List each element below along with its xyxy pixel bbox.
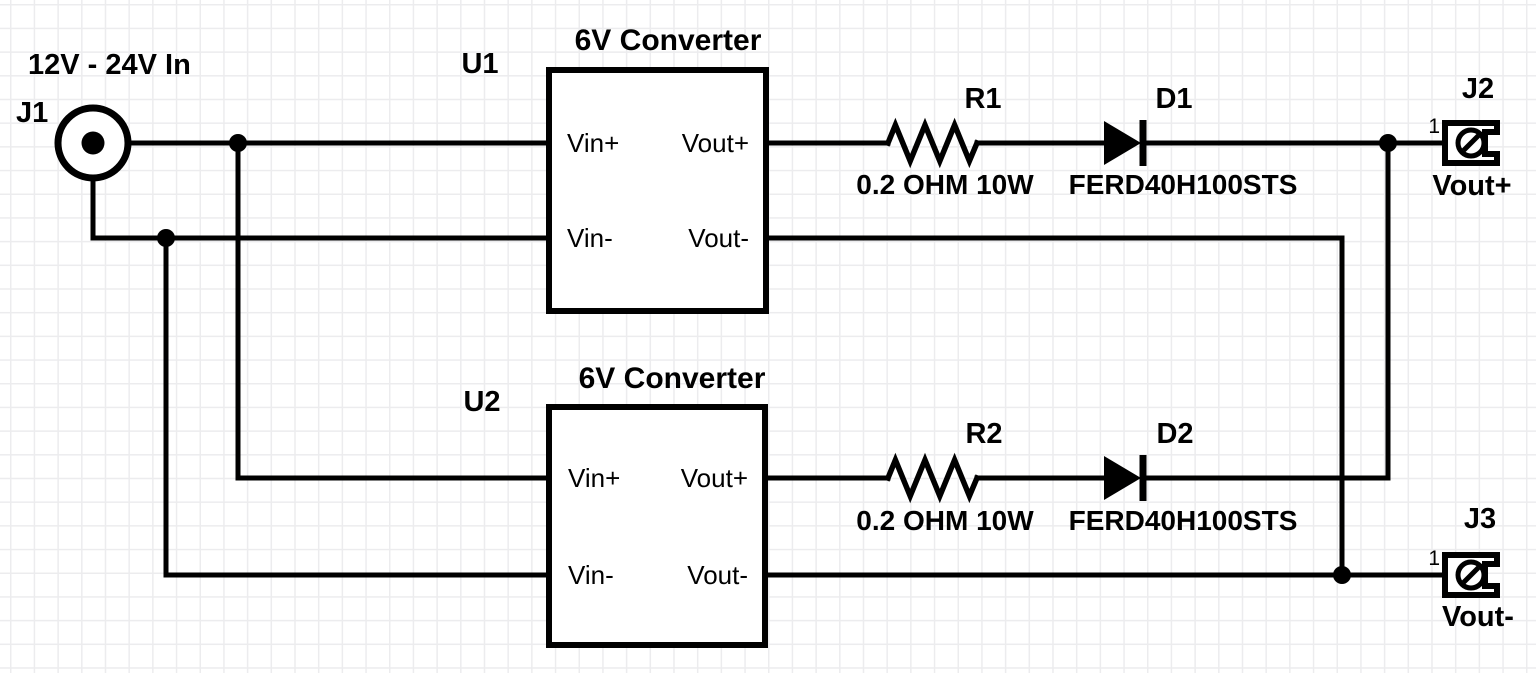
wire-d2-to-j2-junction — [1140, 140, 1391, 481]
r2-ref-label: R2 — [965, 418, 1002, 450]
r1-value-label: 0.2 OHM 10W — [856, 169, 1034, 200]
j2-ref-label: J2 — [1462, 73, 1494, 105]
u2-pin-label-vout-minus: Vout- — [687, 560, 748, 590]
d1-part-label: FERD40H100STS — [1069, 169, 1298, 200]
j2-terminal: J2 1 Vout+ — [1428, 73, 1511, 202]
d2-part-label: FERD40H100STS — [1069, 505, 1298, 536]
junction-dot — [157, 229, 175, 247]
input-voltage-label: 12V - 24V In — [28, 49, 191, 81]
u1-pin-label-vout-minus: Vout- — [688, 223, 749, 253]
junction-dots — [157, 134, 1397, 584]
junction-dot — [1379, 134, 1397, 152]
j3-pin-number: 1 — [1428, 547, 1440, 570]
d1-diode: D1 FERD40H100STS — [1069, 83, 1298, 200]
j3-ref-label: J3 — [1464, 503, 1496, 535]
wire-j1-to-u1-vin-minus — [90, 173, 552, 241]
j2-terminal-symbol — [1442, 120, 1500, 166]
r2-symbol — [884, 452, 981, 504]
r2-resistor: R2 0.2 OHM 10W — [856, 418, 1034, 536]
j2-net-label: Vout+ — [1432, 170, 1511, 202]
d2-anode-triangle — [1104, 456, 1141, 500]
j3-net-label: Vout- — [1442, 601, 1514, 633]
u2-converter: U2 6V Converter Vin+ Vin- Vout+ Vout- — [463, 362, 768, 648]
u1-title-label: 6V Converter — [575, 24, 762, 57]
u2-pin-label-vin-minus: Vin- — [568, 560, 614, 590]
j1-ref-label: J1 — [16, 97, 48, 129]
wires — [90, 140, 1448, 578]
r1-resistor: R1 0.2 OHM 10W — [856, 83, 1034, 200]
r2-value-label: 0.2 OHM 10W — [856, 505, 1034, 536]
r1-symbol — [884, 117, 981, 169]
d1-anode-triangle — [1104, 121, 1141, 165]
r1-ref-label: R1 — [964, 83, 1001, 115]
u2-title-label: 6V Converter — [579, 362, 766, 395]
u1-ref-label: U1 — [461, 48, 498, 80]
wire-u1-vout-minus-to-j3 — [763, 235, 1345, 578]
wire-branch-to-u2-vin-minus — [163, 235, 553, 578]
u2-pin-label-vout-plus: Vout+ — [681, 463, 748, 493]
j3-screw-slot — [1461, 565, 1481, 585]
u2-pin-label-vin-plus: Vin+ — [568, 463, 620, 493]
u1-pin-label-vin-minus: Vin- — [567, 223, 613, 253]
u2-body — [546, 404, 768, 648]
j3-terminal-symbol — [1442, 552, 1500, 598]
j1-center-pin — [81, 131, 105, 155]
d2-diode: D2 FERD40H100STS — [1069, 418, 1298, 536]
u2-ref-label: U2 — [463, 386, 500, 418]
wire-branch-to-u2-vin-plus — [235, 140, 553, 481]
u1-converter: U1 6V Converter Vin+ Vin- Vout+ Vout- — [461, 24, 769, 314]
junction-dot — [1333, 566, 1351, 584]
u1-pin-label-vin-plus: Vin+ — [567, 128, 619, 158]
d2-ref-label: D2 — [1156, 418, 1193, 450]
u1-body — [546, 67, 769, 314]
j1-connector-symbol — [54, 104, 132, 182]
d1-ref-label: D1 — [1155, 83, 1192, 115]
j2-pin-number: 1 — [1428, 115, 1440, 138]
j2-screw-slot — [1461, 133, 1481, 153]
j3-terminal: J3 1 Vout- — [1428, 503, 1514, 633]
junction-dot — [229, 134, 247, 152]
u1-pin-label-vout-plus: Vout+ — [682, 128, 749, 158]
